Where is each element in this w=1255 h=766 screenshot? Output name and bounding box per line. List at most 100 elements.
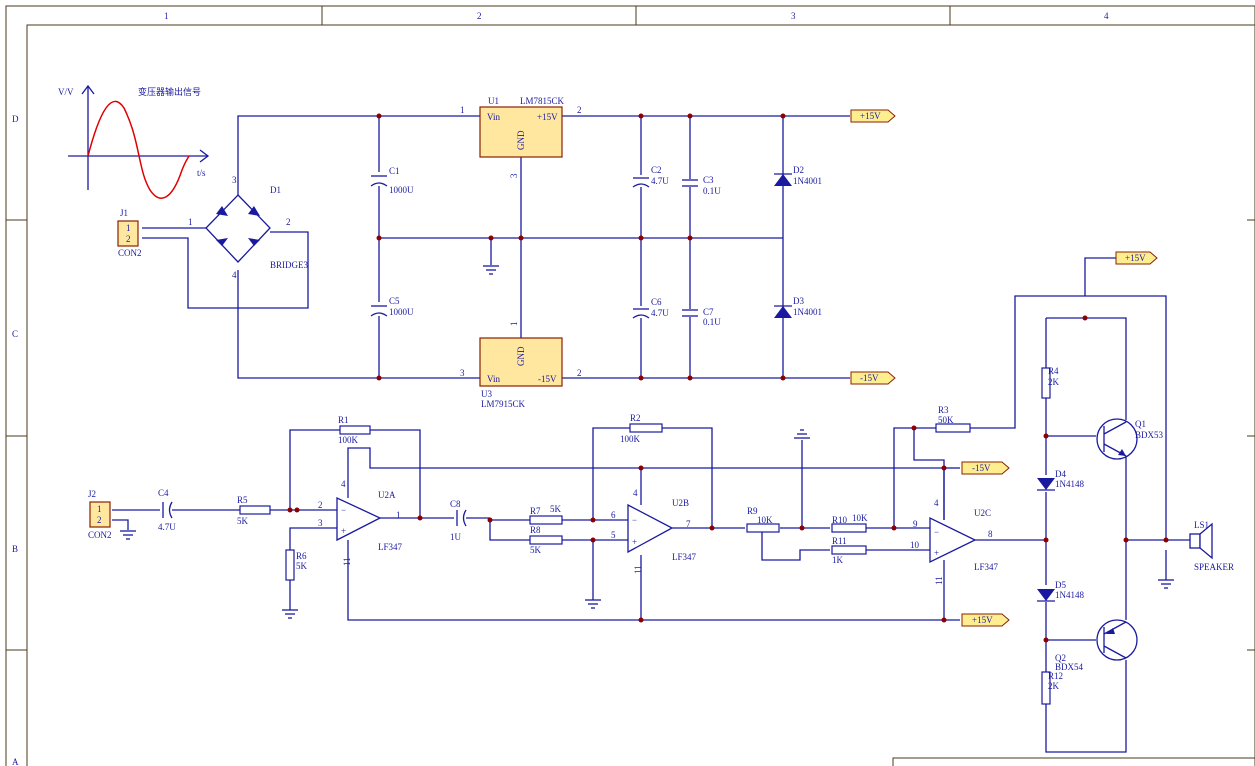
c1-ref: C1 [389,166,400,176]
ground-icon [483,265,499,275]
ground-icon [1158,579,1174,589]
d5-ref: D5 [1055,580,1066,590]
connector-j2: J2 1 2 CON2 [88,489,112,540]
waveform-x-label: t/s [197,168,206,178]
r11-ref: R11 [832,536,847,546]
connector-j1: J1 1 2 CON2 1 [117,208,193,258]
u1-pin3: 3 [509,173,519,178]
r1-value: 100K [338,435,359,445]
frame-col-3: 3 [791,11,796,21]
u2a-pin-4: 4 [341,479,346,489]
r2-value: 100K [620,434,641,444]
resistor-r5: R5 5K [237,495,271,526]
u2a-pin-3: 3 [318,518,323,528]
r5-value: 5K [237,516,249,526]
opamp-u2b: − + U2B LF347 6 5 7 4 11 [611,488,697,574]
d4-value: 1N4148 [1055,479,1084,489]
ground-icon [794,429,810,439]
capacitor-c1: C1 1000U [370,166,414,195]
c8-ref: C8 [450,499,461,509]
capacitor-c2: C2 4.7U [632,165,669,188]
r2-ref: R2 [630,413,641,423]
frame-col-1: 1 [164,11,169,21]
c2-ref: C2 [651,165,662,175]
ls1-value: SPEAKER [1194,562,1234,572]
resistor-r11: R11 1K [831,536,867,565]
r3-ref: R3 [938,405,949,415]
port-plus15-bottom: +15V [961,613,1010,627]
u2b-pin-5: 5 [611,530,616,540]
waveform-y-label: V/V [58,87,74,97]
port-plus15-q1: +15V [1115,251,1158,265]
r1-ref: R1 [338,415,349,425]
resistor-r7: R7 5K [529,504,563,525]
capacitor-c5: C5 1000U [370,296,414,317]
ground-icon [120,530,136,540]
r6-value: 5K [296,561,308,571]
q1-ref: Q1 [1135,419,1146,429]
c5-value: 1000U [389,307,414,317]
c4-ref: C4 [158,488,169,498]
u2b-ref: U2B [672,498,689,508]
power-supply-wires [142,115,850,379]
u2a-pin-11: 11 [342,557,352,566]
d3-value: 1N4001 [793,307,822,317]
regulator-u1: Vin +15V GND U1 LM7815CK 1 2 3 [460,96,582,178]
c3-value: 0.1U [703,186,721,196]
d1-pin-2: 2 [286,217,291,227]
port-minus15-mid-label: -15V [972,463,991,473]
ground-icon [282,609,298,619]
j1-pin2: 2 [126,234,131,244]
port-plus15-top-label: +15V [860,111,881,121]
d5-value: 1N4148 [1055,590,1084,600]
r10-value: 10K [852,513,868,523]
resistor-r2: R2 100K [620,413,663,444]
port-plus15-q1-label: +15V [1125,253,1146,263]
u3-gnd: GND [516,346,526,366]
u2c-pin-4: 4 [934,498,939,508]
frame-col-4: 4 [1104,11,1109,21]
u2a-minus: − [341,505,346,515]
u3-pin2: 2 [577,368,582,378]
u2b-minus: − [632,515,637,525]
transistor-q2: Q2 BDX54 [1055,619,1138,672]
u1-gnd: GND [516,130,526,150]
d1-pin-3: 3 [232,175,237,185]
d2-value: 1N4001 [793,176,822,186]
u1-ref: U1 [488,96,499,106]
r5-ref: R5 [237,495,248,505]
u3-vin: Vin [487,374,500,384]
u1-pin1: 1 [460,105,465,115]
waveform-sketch: V/V t/s 变压器输出信号 [58,84,210,199]
u1-out: +15V [537,112,558,122]
resistor-r4: R4 2K [1041,366,1060,399]
port-minus15-top-label: -15V [860,373,879,383]
r9-value: 10K [757,515,773,525]
u2a-ref: U2A [378,490,396,500]
resistor-r1: R1 100K [338,415,371,445]
u2b-value: LF347 [672,552,697,562]
resistor-r6: R6 5K [285,549,308,581]
port-minus15-mid: -15V [961,461,1010,475]
q2-value: BDX54 [1055,662,1084,672]
u2a-pin-1: 1 [396,510,401,520]
r7-ref: R7 [530,506,541,516]
u1-value: LM7815CK [520,96,565,106]
j2-pin1: 1 [97,504,102,514]
r3-value: 50K [938,415,954,425]
resistor-r10: R10 10K [831,513,868,533]
frame-row-c: C [12,329,18,339]
r11-value: 1K [832,555,844,565]
c6-ref: C6 [651,297,662,307]
r8-ref: R8 [530,525,541,535]
r10-ref: R10 [832,515,848,525]
port-plus15-bottom-label: +15V [972,615,993,625]
r12-ref: R12 [1048,671,1063,681]
capacitor-c8: C8 1U [450,499,467,542]
resistor-r12: R12 2K [1041,671,1063,705]
d1-value: BRIDGE3 [270,260,308,270]
u2c-pin-9: 9 [913,519,918,529]
j2-pin2: 2 [97,515,102,525]
junction-dots-amplifier [287,315,1169,643]
j2-value: CON2 [88,530,112,540]
